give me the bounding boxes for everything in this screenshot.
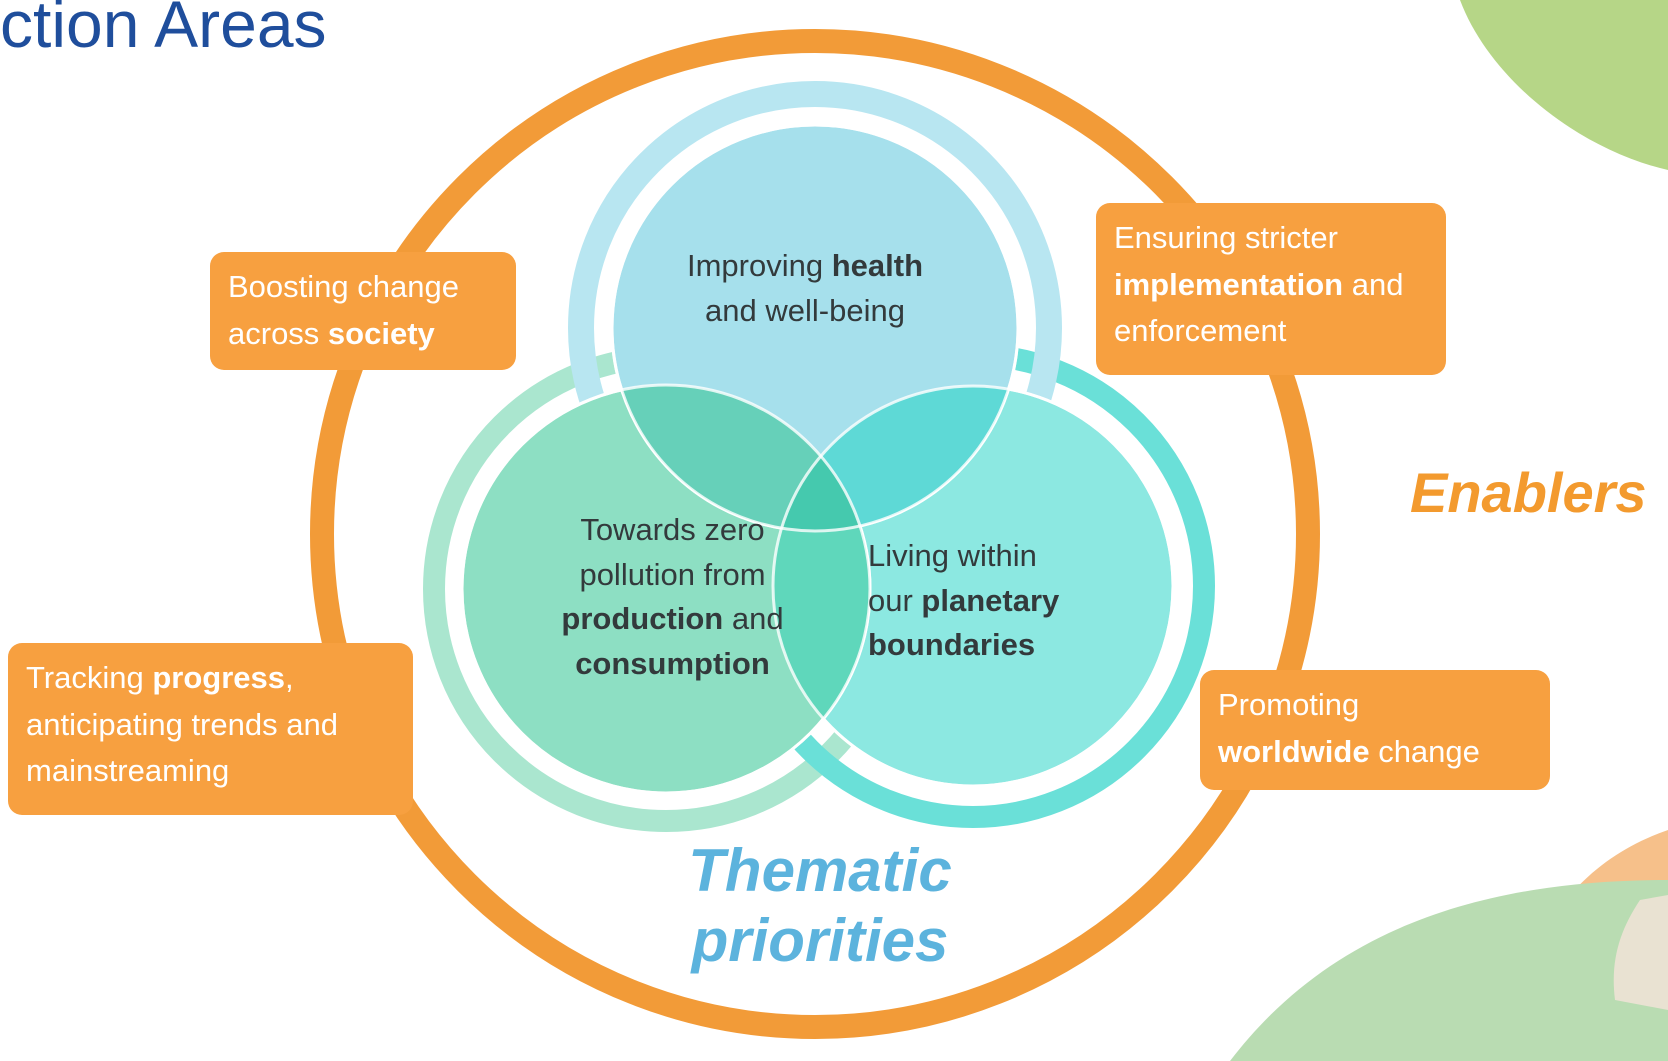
enablers-ring: [310, 29, 1320, 1039]
enabler-society: Boosting change across society: [210, 252, 516, 370]
health-text-bold: health: [831, 248, 924, 283]
enabler-implementation-text: Ensuring stricter: [1114, 220, 1338, 255]
enabler-progress-post: , anticipating trends and mainstreaming: [26, 660, 338, 788]
planetary-line1: Living within: [868, 538, 1037, 573]
pollution-mid: and: [723, 601, 784, 637]
page-title: ction Areas: [0, 0, 327, 61]
leaf-decoration-cream: [1613, 895, 1668, 1010]
health-text: Improving health and well-being: [640, 244, 970, 333]
planetary-pre: our: [868, 582, 922, 618]
health-outline: [610, 123, 1020, 533]
enabler-worldwide: Promoting worldwide change: [1200, 670, 1550, 790]
enabler-worldwide-text: Promoting: [1218, 687, 1360, 722]
health-text-pre: Improving: [686, 248, 832, 283]
overlap-health-planetary: [773, 386, 1018, 531]
pollution-bold-consumption: consumption: [575, 645, 770, 681]
pollution-bold-production: production: [561, 601, 724, 637]
pollution-line1: Towards zero: [580, 512, 765, 547]
enabler-society-bold: society: [327, 315, 435, 351]
thematic-priorities-label: Thematic priorities: [620, 836, 1020, 975]
leaf-decoration-top-right: [1460, 0, 1668, 170]
enabler-implementation: Ensuring stricter implementation and enf…: [1096, 203, 1446, 375]
health-text-post: and well-being: [705, 292, 905, 328]
enabler-progress-text: Tracking: [26, 660, 153, 695]
planetary-text: Living within our planetary boundaries: [868, 534, 1118, 668]
enabler-implementation-bold: implementation: [1114, 266, 1344, 302]
pollution-outline: [460, 383, 872, 795]
enabler-progress-bold: progress: [152, 660, 286, 695]
enabler-implementation-post: and enforcement: [1114, 266, 1404, 349]
leaf-decoration-green: [1230, 880, 1668, 1061]
enabler-progress: Tracking progress, anticipating trends a…: [8, 643, 413, 815]
enabler-worldwide-bold: worldwide: [1218, 733, 1370, 769]
planetary-outline: [771, 384, 1175, 788]
planetary-bold2: boundaries: [868, 627, 1036, 663]
enabler-society-text: Boosting change across: [228, 269, 459, 351]
enablers-label: Enablers: [1410, 461, 1647, 524]
pollution-text: Towards zero pollution from production a…: [525, 508, 820, 687]
thematic-label-line1: Thematic: [688, 837, 952, 904]
pollution-line2: pollution from: [579, 556, 766, 592]
planetary-bold1: planetary: [921, 582, 1060, 618]
thematic-label-line2: priorities: [691, 906, 949, 974]
overlap-health-pollution: [612, 385, 870, 531]
enabler-worldwide-post: change: [1369, 733, 1480, 769]
